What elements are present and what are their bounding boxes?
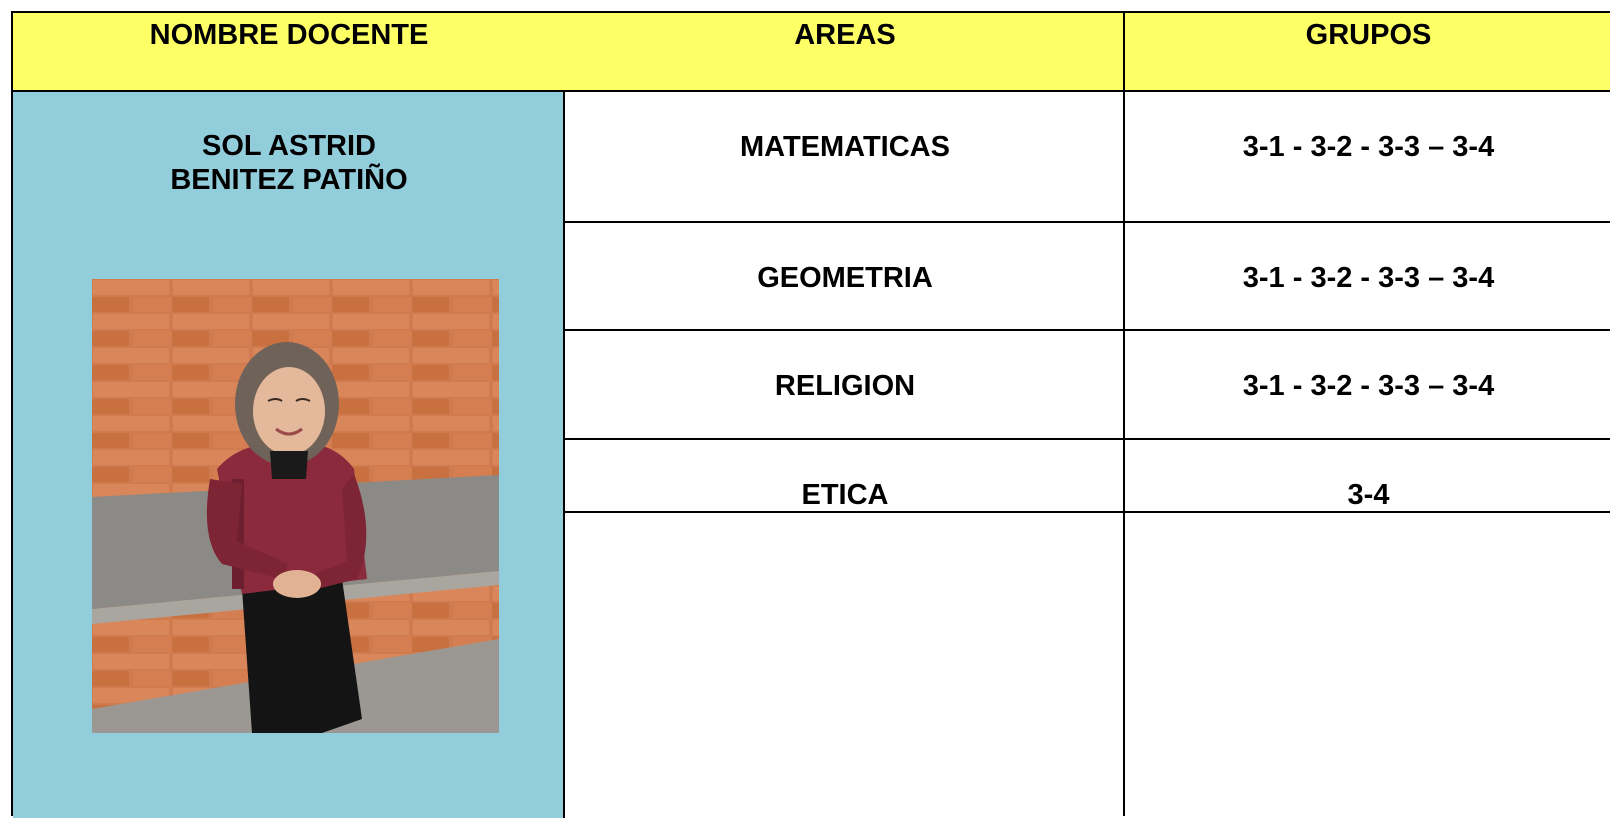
header-areas: AREAS [565,13,1125,92]
teacher-photo [92,279,499,733]
area-cell-3: RELIGION [774,370,916,402]
teacher-name: SOL ASTRID BENITEZ PATIÑO [13,129,565,197]
area-cell-2: GEOMETRIA [757,262,933,294]
column-divider [1123,13,1125,816]
header-teacher-label: NOMBRE DOCENTE [149,19,429,51]
header-groups: GRUPOS [1125,13,1610,92]
teacher-schedule-table: NOMBRE DOCENTE AREAS GRUPOS SOL ASTRID B… [11,11,1610,818]
header-areas-label: AREAS [794,19,896,51]
header-groups-label: GRUPOS [1305,19,1432,51]
row-divider [565,511,1610,513]
row-divider [565,329,1610,331]
teacher-cell: SOL ASTRID BENITEZ PATIÑO [13,92,565,818]
groups-cell-4: 3-4 [1347,479,1390,511]
teacher-name-line1: SOL ASTRID [201,130,376,162]
groups-cell-2: 3-1 - 3-2 - 3-3 – 3-4 [1242,262,1495,294]
row-divider [565,438,1610,440]
area-cell-4: ETICA [801,479,889,511]
teacher-name-line2: BENITEZ PATIÑO [170,164,408,196]
row-divider [565,221,1610,223]
groups-cell-1: 3-1 - 3-2 - 3-3 – 3-4 [1242,131,1495,163]
header-teacher: NOMBRE DOCENTE [13,13,565,92]
groups-cell-3: 3-1 - 3-2 - 3-3 – 3-4 [1242,370,1495,402]
area-cell-1: MATEMATICAS [740,131,950,163]
